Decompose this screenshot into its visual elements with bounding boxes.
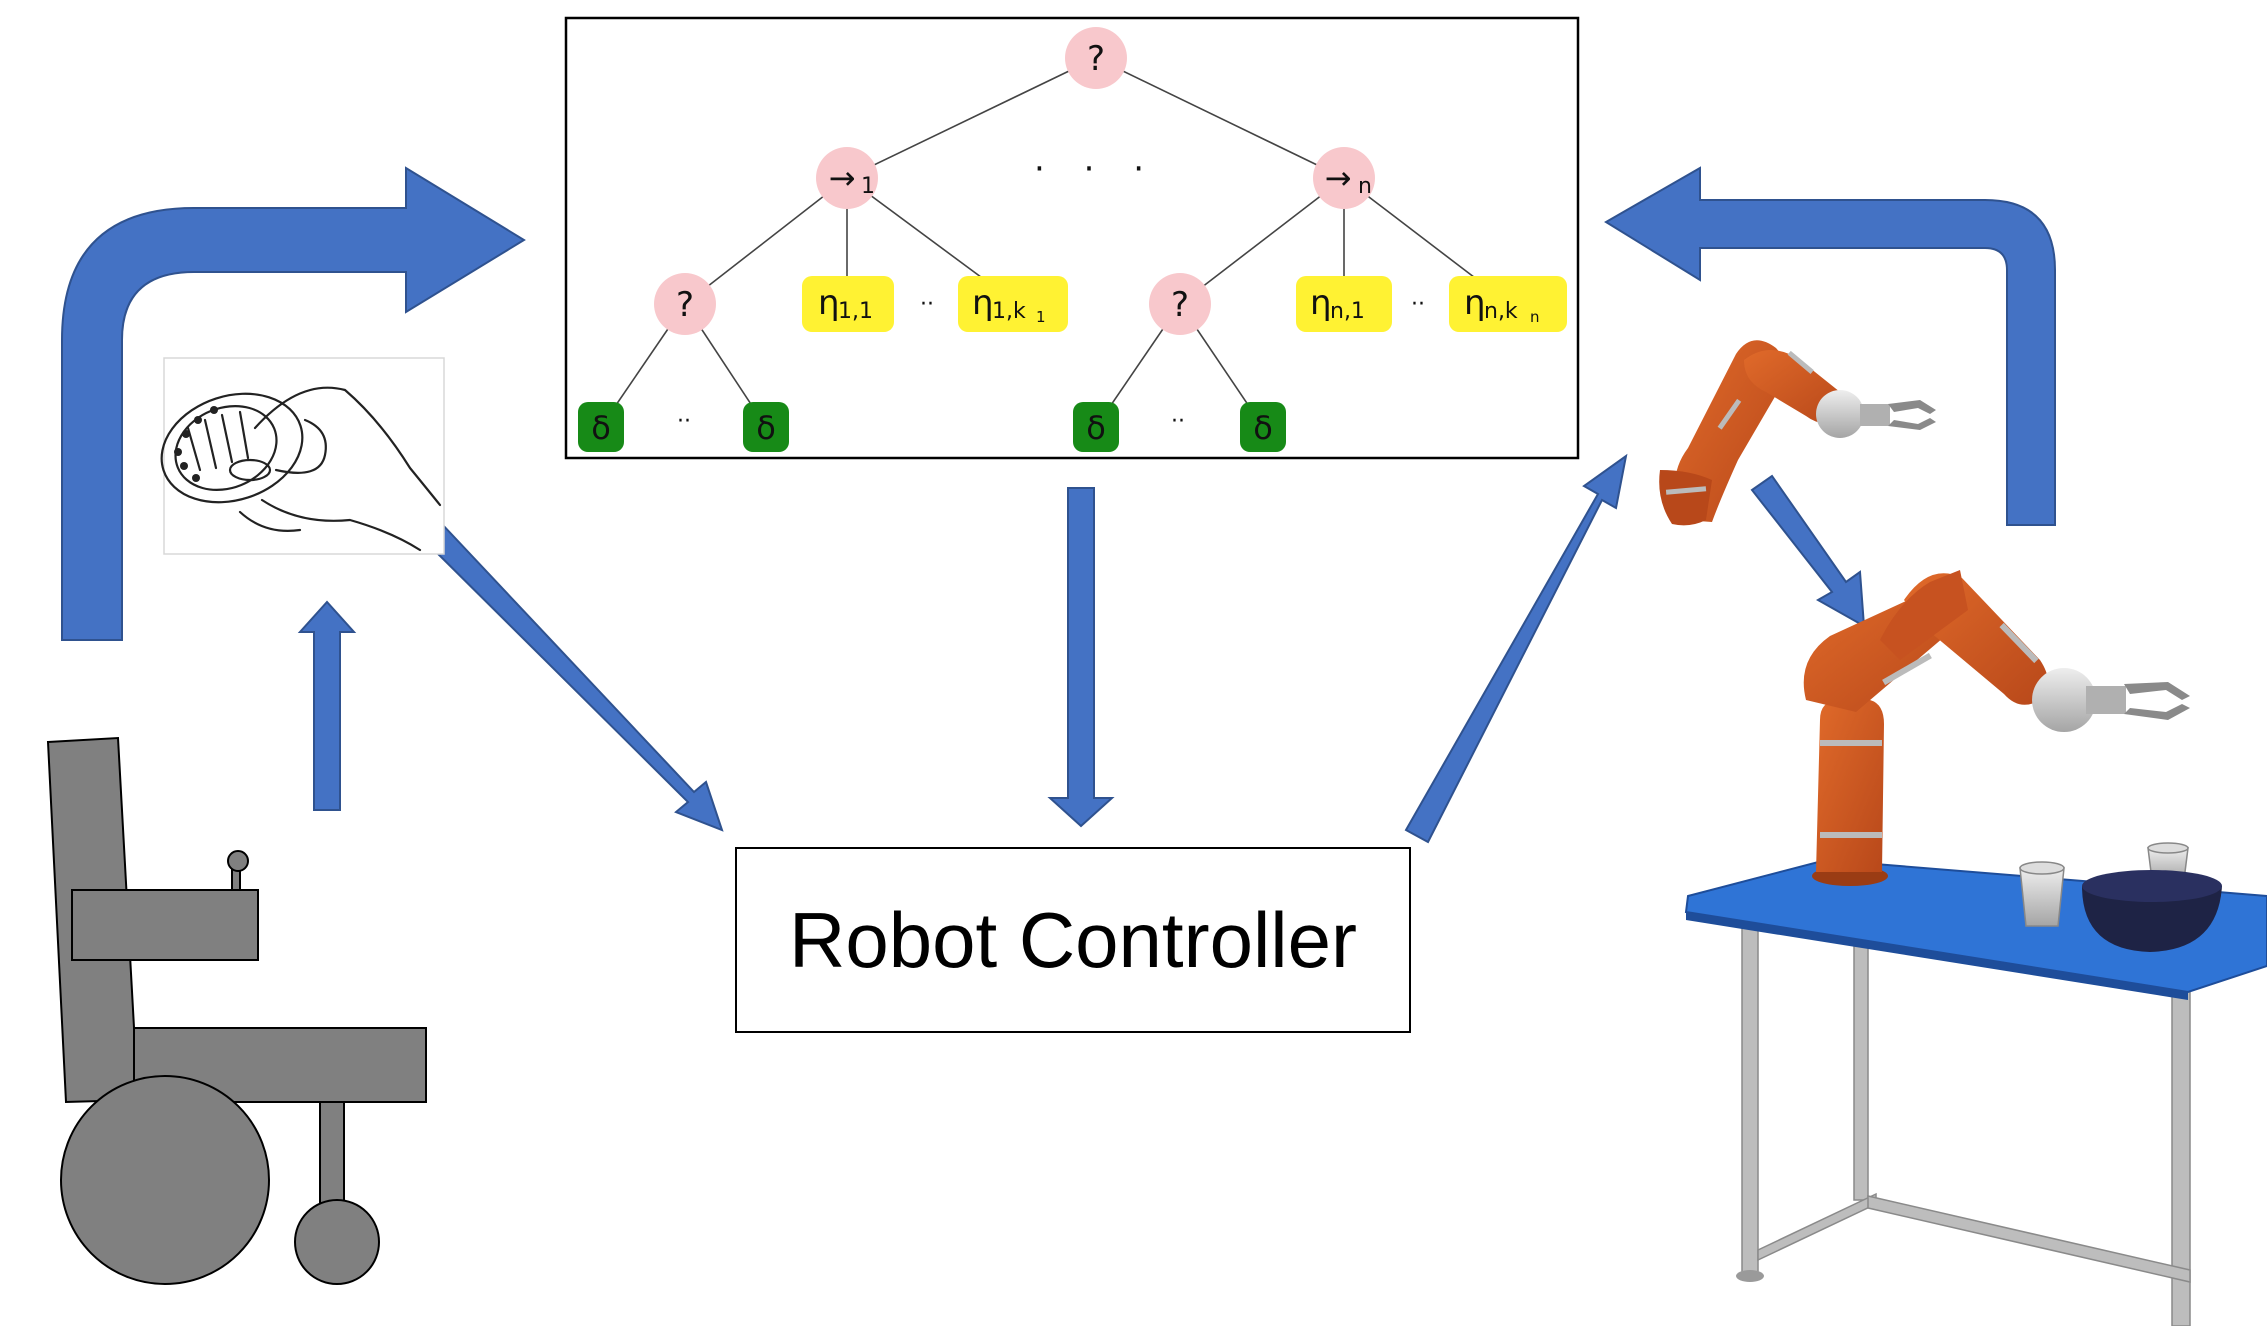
joystick-hand-icon [160,357,445,555]
sequence-1-label: → [829,159,856,197]
root-fallback-label: ? [1087,39,1105,79]
eta-1-1-subscript: 1,1 [838,299,873,324]
action-node-delta-3: δ [1073,402,1119,452]
dots-fallback-left: ·· [677,409,691,434]
eta-n-kn-label: η [1464,283,1486,323]
curved-arrow-left [61,166,526,641]
eta-n-kn-subscript: n,k [1484,299,1518,324]
fallback-left-label: ? [676,285,694,325]
delta-1-label: δ [591,409,611,447]
robot-controller-box [735,847,1411,1033]
sequence-node-n: → n [1313,147,1375,209]
sequence-n-label: → [1325,159,1352,197]
arrow-controller-to-robot [1404,453,1628,844]
eta-1-k1-subscript: 1,k [992,299,1026,324]
sequence-n-subscript: n [1358,174,1372,199]
action-node-delta-2: δ [743,402,789,452]
robot-arm-icon [1659,340,1936,526]
fallback-node-right: ? [1149,273,1211,335]
arrow-robot-to-table-robot [1750,474,1866,628]
arrow-tree-to-controller [1047,487,1115,828]
dots-fallback-right: ·· [1171,409,1185,434]
curved-arrow-right [1604,166,2056,526]
sequence-node-1: → 1 [816,147,878,209]
arrow-joystick-to-controller [420,520,724,832]
root-fallback-node: ? [1065,27,1127,89]
eta-n-1-label: η [1310,283,1332,323]
condition-node-eta-1-k1: η 1,k 1 [958,276,1068,332]
dots-seqn: ·· [1411,292,1425,317]
fallback-right-label: ? [1171,285,1189,325]
eta-1-1-label: η [818,283,840,323]
tree-ellipsis: · · · [1034,149,1158,189]
delta-4-label: δ [1253,409,1273,447]
robot-controller-label: Robot Controller [789,895,1357,984]
condition-node-eta-1-1: η 1,1 [802,276,894,332]
eta-1-k1-subsubscript: 1 [1036,308,1046,326]
delta-2-label: δ [756,409,776,447]
eta-1-k1-label: η [972,283,994,323]
condition-node-eta-n-1: η n,1 [1296,276,1392,332]
behavior-tree: ? → 1 · · · → n ? η 1,1 ·· [564,16,1580,460]
fallback-node-left: ? [654,273,716,335]
delta-3-label: δ [1086,409,1106,447]
eta-n-kn-subsubscript: n [1530,308,1540,326]
behavior-tree-frame [564,16,1580,460]
eta-n-1-subscript: n,1 [1330,299,1365,324]
robot-arm-with-table-icon [1684,570,2267,1326]
action-node-delta-4: δ [1240,402,1286,452]
sequence-1-subscript: 1 [861,174,875,199]
condition-node-eta-n-kn: η n,k n [1449,276,1567,332]
action-node-delta-1: δ [578,402,624,452]
wheelchair-icon [46,736,427,1285]
arrow-up-to-joystick [297,600,357,811]
dots-seq1: ·· [920,292,934,317]
